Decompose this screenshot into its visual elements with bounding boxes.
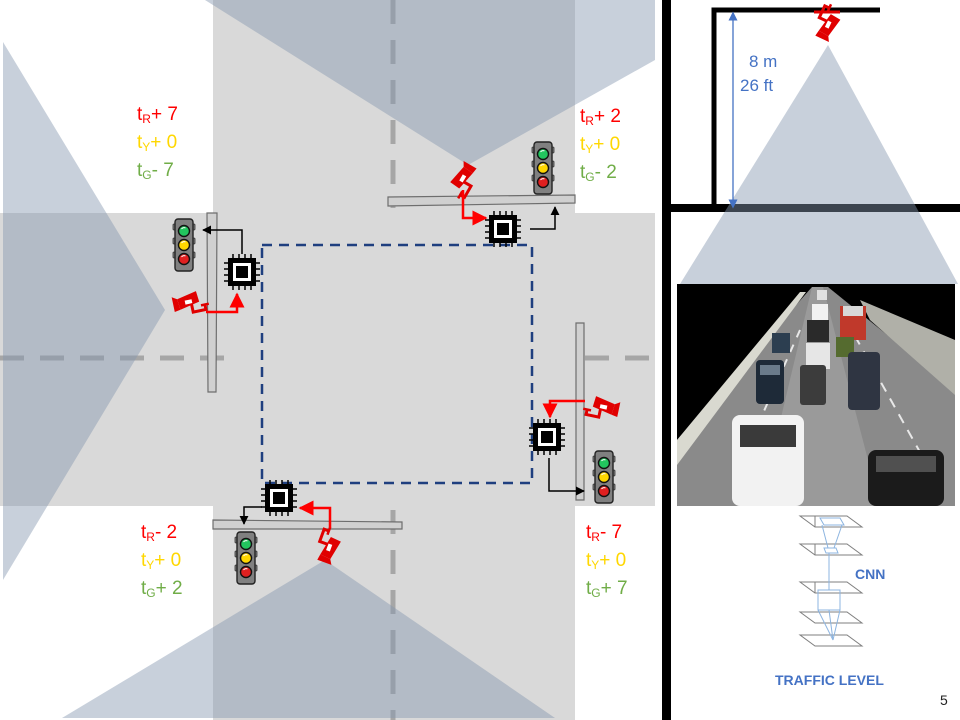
- traffic-level-label: TRAFFIC LEVEL: [775, 672, 884, 688]
- road-horizontal: [0, 213, 655, 506]
- mount-height-label: 8 m 26 ft: [732, 50, 777, 98]
- pole-north-east: [387, 194, 576, 207]
- traffic-light-icon: [172, 218, 196, 272]
- camera-cone-north: [205, 0, 655, 165]
- timing-label-ne: tR+ 2 tY+ 0 tG- 2: [580, 106, 621, 184]
- microchip-icon: [260, 479, 298, 517]
- traffic-light-icon: [234, 531, 258, 585]
- camera-cone-south: [62, 560, 555, 718]
- microchip-icon: [223, 253, 261, 291]
- timing-label-se: tR- 7 tY+ 0 tG+ 7: [586, 522, 628, 600]
- signal-link-wire: [530, 206, 560, 230]
- panel-divider: [662, 0, 671, 720]
- timing-label-nw: tR+ 7 tY+ 0 tG- 7: [137, 104, 178, 182]
- signal-link-wire: [548, 458, 585, 496]
- cnn-diagram: [798, 515, 864, 647]
- camera-view-image: [677, 284, 955, 506]
- traffic-light-icon: [592, 450, 616, 504]
- pole-east: [575, 322, 585, 501]
- camera-cone-west: [3, 42, 165, 580]
- page-number: 5: [940, 692, 948, 708]
- microchip-icon: [528, 418, 566, 456]
- camera-cone-top-view: [680, 45, 958, 284]
- cnn-label: CNN: [855, 566, 886, 582]
- traffic-light-icon: [531, 141, 555, 195]
- mount-structure: [711, 7, 880, 209]
- camera-link-wire: [461, 190, 488, 226]
- microchip-icon: [484, 210, 522, 248]
- timing-label-sw: tR- 2 tY+ 0 tG+ 2: [141, 522, 183, 600]
- camera-link-wire: [206, 292, 245, 314]
- height-meters: 8 m: [749, 52, 778, 71]
- camera-link-wire: [298, 500, 332, 528]
- camera-link-wire: [542, 399, 585, 419]
- signal-link-wire: [239, 506, 262, 525]
- height-feet: 26 ft: [740, 76, 774, 95]
- signal-link-wire: [202, 225, 243, 254]
- pole-west: [206, 212, 218, 393]
- pole-south-west: [212, 519, 403, 530]
- ground-line: [671, 204, 960, 212]
